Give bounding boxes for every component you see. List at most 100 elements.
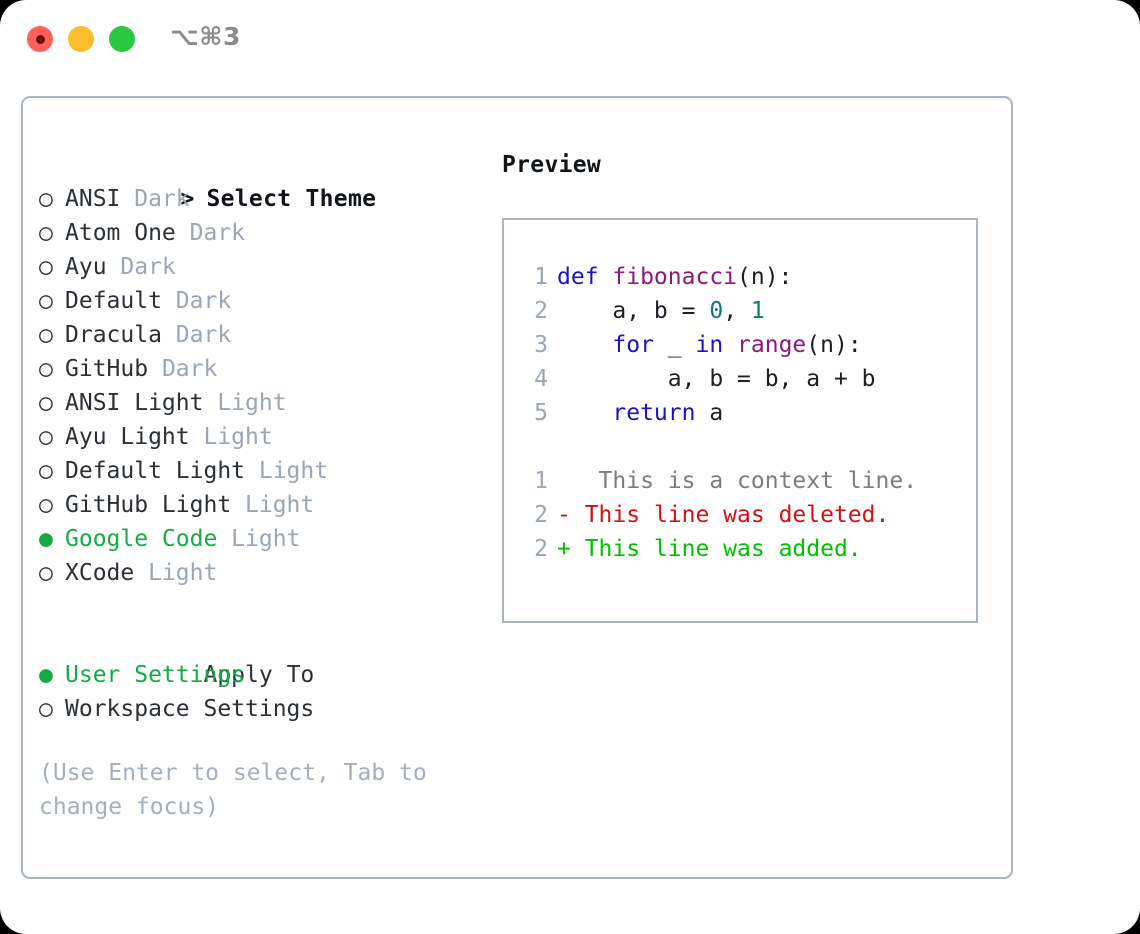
theme-option-label: XCode: [65, 560, 135, 586]
theme-option-dracula[interactable]: ○Dracula Dark: [39, 318, 479, 352]
theme-option-ayu[interactable]: ○Ayu Dark: [39, 250, 479, 284]
code-token: a, b = b, a + b: [557, 366, 876, 392]
code-line-number: 5: [534, 400, 548, 426]
apply-to-option-label: User Settings: [65, 662, 246, 688]
theme-variant-tag: Light: [217, 526, 301, 552]
theme-picker-panel: >Select Theme ○ANSI Dark○Atom One Dark○A…: [21, 96, 1013, 879]
radio-selected-icon: ●: [39, 662, 53, 688]
diff-line-number: 1: [534, 468, 548, 494]
theme-variant-tag: Light: [189, 424, 273, 450]
diff-line-add: 2 + This line was added.: [522, 532, 976, 566]
apply-to-list: ● User Settings ○ Workspace Settings: [39, 658, 479, 726]
code-line-number: 1: [534, 264, 548, 290]
theme-option-xcode[interactable]: ○ XCode Light: [39, 556, 479, 590]
radio-unselected-icon: ○: [39, 390, 53, 416]
diff-line-ctx: 1 This is a context line.: [522, 464, 976, 498]
code-token: fibonacci: [612, 264, 738, 290]
theme-option-label: Ayu Light: [65, 424, 190, 450]
theme-option-github[interactable]: ○ GitHub Dark: [39, 352, 479, 386]
theme-option-default[interactable]: ○ Default Dark: [39, 284, 479, 318]
diff-line-text: This line was added.: [570, 536, 862, 562]
code-token: [557, 332, 612, 358]
radio-unselected-icon: ○: [39, 356, 53, 382]
theme-option-label: Default Light: [65, 458, 246, 484]
code-token: _: [653, 332, 696, 358]
keyboard-hint-text: (Use Enter to select, Tab to change focu…: [39, 760, 427, 820]
theme-option-label: Dracula: [65, 322, 162, 348]
theme-variant-tag: Dark: [161, 322, 232, 348]
code-token: (n):: [806, 332, 862, 358]
code-line: 4 a, b = b, a + b: [522, 362, 976, 396]
theme-option-google-code[interactable]: ● Google Code Light: [39, 522, 479, 556]
close-window-icon[interactable]: [27, 26, 53, 52]
radio-unselected-icon: ○: [39, 560, 53, 586]
radio-unselected-icon: ○: [39, 220, 53, 246]
apply-to-option-workspace-settings[interactable]: ○ Workspace Settings: [39, 692, 479, 726]
code-token: for: [612, 332, 654, 358]
preview-heading-label: Preview: [502, 152, 602, 178]
theme-variant-tag: Light: [203, 390, 287, 416]
focus-caret-icon: >: [180, 186, 195, 212]
theme-option-ansi-light[interactable]: ○ ANSI Light Light: [39, 386, 479, 420]
theme-variant-tag: Dark: [106, 254, 176, 280]
radio-unselected-icon: ○: [39, 458, 53, 484]
diff-sign: [557, 468, 571, 494]
theme-option-github-light[interactable]: ○GitHub Light Light: [39, 488, 479, 522]
apply-to-option-user-settings[interactable]: ● User Settings: [39, 658, 479, 692]
theme-option-label: ANSI Light: [65, 390, 204, 416]
apply-to-heading-label: Apply To: [203, 662, 315, 688]
code-token: return: [612, 400, 696, 426]
theme-variant-tag: Light: [231, 492, 315, 518]
radio-unselected-icon: ○: [39, 696, 53, 722]
keyboard-shortcut-label: ⌥⌘3: [170, 22, 241, 51]
theme-selection-column: >Select Theme ○ANSI Dark○Atom One Dark○A…: [39, 148, 479, 824]
minimize-window-icon[interactable]: [68, 26, 94, 52]
code-line: 3 for _ in range(n):: [522, 328, 976, 362]
code-diff-spacer: [522, 430, 976, 464]
theme-variant-tag: Light: [245, 458, 329, 484]
radio-selected-icon: ●: [39, 526, 53, 552]
code-line-number: 4: [534, 366, 548, 392]
code-line: 5 return a: [522, 396, 976, 430]
apply-to-option-label: Workspace Settings: [65, 696, 315, 722]
theme-option-atom-one[interactable]: ○Atom One Dark: [39, 216, 479, 250]
apply-to-heading: Apply To: [39, 624, 479, 688]
code-token: range: [737, 332, 807, 358]
diff-sign: +: [557, 536, 571, 562]
theme-option-ayu-light[interactable]: ○Ayu Light Light: [39, 420, 479, 454]
theme-option-label: GitHub: [65, 356, 149, 382]
theme-variant-tag: Dark: [161, 288, 232, 314]
theme-option-label: Ayu: [65, 254, 107, 280]
code-token: in: [695, 332, 724, 358]
radio-unselected-icon: ○: [39, 288, 53, 314]
theme-option-label: ANSI: [65, 186, 121, 212]
theme-option-ansi[interactable]: ○ ANSI Dark: [39, 182, 479, 216]
theme-option-default-light[interactable]: ○ Default Light Light: [39, 454, 479, 488]
theme-option-label: GitHub Light: [65, 492, 232, 518]
theme-option-label: Default: [65, 288, 162, 314]
zoom-window-icon[interactable]: [109, 26, 135, 52]
theme-list: ○ANSI Dark○Atom One Dark○Ayu Dark○Defaul…: [39, 182, 479, 590]
traffic-lights: [27, 26, 135, 52]
diff-line-number: 2: [534, 502, 548, 528]
code-token: 1: [750, 298, 765, 324]
diff-line-number: 2: [534, 536, 548, 562]
code-token: ,: [723, 298, 751, 324]
radio-unselected-icon: ○: [39, 186, 53, 212]
theme-option-label: Google Code: [65, 526, 218, 552]
theme-variant-tag: Dark: [148, 356, 218, 382]
code-token: 0: [709, 298, 724, 324]
select-theme-heading: >Select Theme: [39, 148, 479, 212]
code-line-number: 2: [534, 298, 548, 324]
theme-variant-tag: Light: [134, 560, 218, 586]
diff-sign: -: [557, 502, 571, 528]
code-token: a, b =: [557, 298, 710, 324]
theme-variant-tag: Dark: [120, 186, 190, 212]
code-line-number: 3: [534, 332, 548, 358]
theme-variant-tag: Dark: [175, 220, 246, 246]
